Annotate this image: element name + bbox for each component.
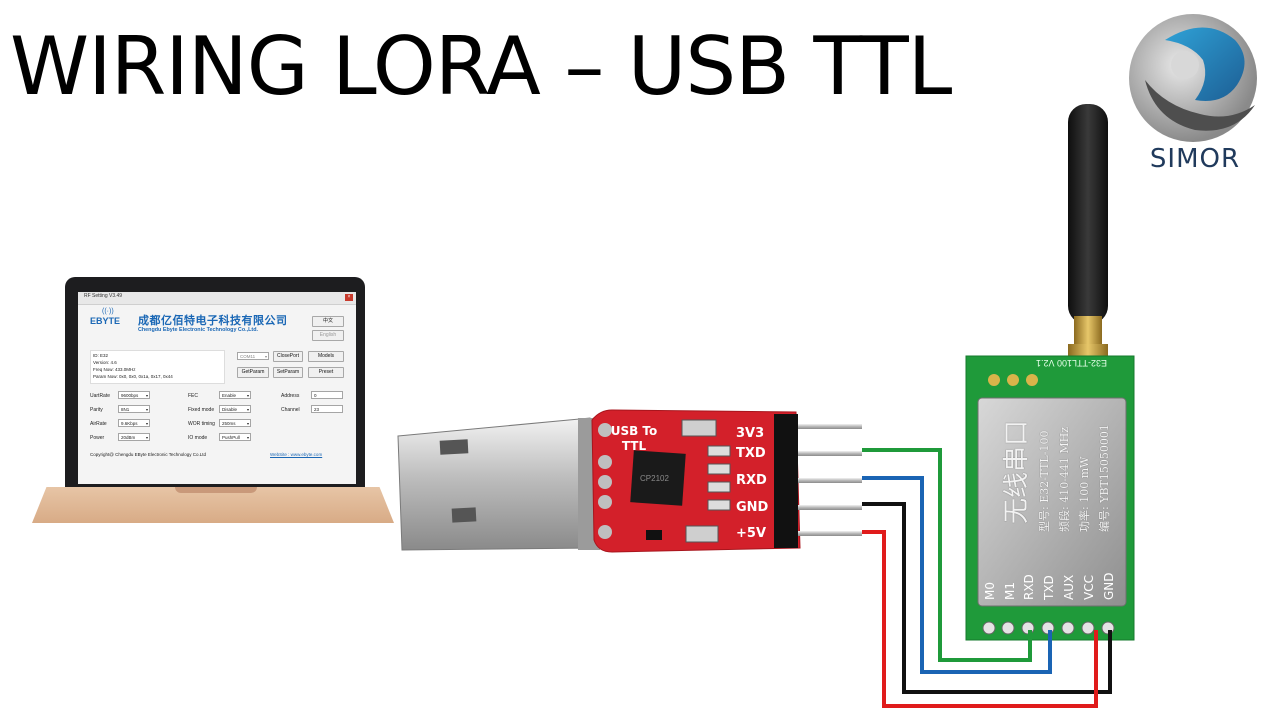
get-param-button[interactable]: GetParam [237,367,269,378]
usb-pin-rxd: RXD [736,473,767,488]
wire-gnd [862,502,1112,694]
power-label: Power [90,435,105,441]
window-title: RF Setting V3.49 [84,293,123,299]
wor-timing-label: WOR timing [188,421,215,427]
usb-pin-gnd: GND [736,500,769,515]
lora-pin-rxd: RXD [1022,574,1036,600]
usb-ttl-board [591,409,862,553]
io-mode-label: IO mode [188,435,208,441]
channel-input[interactable]: 23 [311,405,343,413]
website-link[interactable]: WebSite : www.ebyte.com [270,452,323,457]
lora-pin-txd: TXD [1042,575,1056,600]
lora-shield-line: 编号: YBT15050001 [1098,424,1111,532]
fec-select[interactable]: Enable [219,391,251,400]
uart-rate-select[interactable]: 9600bps [118,391,150,400]
air-rate-select[interactable]: 9.6Kbps [118,419,150,428]
fec-label: FEC [188,393,198,399]
set-param-button[interactable]: SetParam [273,367,303,378]
lora-shield-line: 频段: 410-441 MHz [1058,426,1071,532]
page-title: WIRING LORA – USB TTL [10,20,952,113]
wire-rxd [862,476,1052,674]
device-info-box: ID: E32 Version: 4.6 Freq Now: 433.0MHz … [90,350,225,384]
power-select[interactable]: 20dBm [118,433,150,442]
info-line: Param Now: 0x0, 0x0, 0x1a, 0x17, 0x44 [93,374,173,379]
window-titlebar: RF Setting V3.49 × [78,292,356,305]
lora-module [965,104,1135,641]
usb-ttl-title-line: TTL [621,439,647,453]
parity-select[interactable]: 8N1 [118,405,150,414]
models-button[interactable]: Models [308,351,344,362]
close-port-button[interactable]: ClosePort [273,351,303,362]
lora-pin-m0: M0 [983,582,997,600]
laptop-hinge-notch [175,487,257,493]
fixed-mode-select[interactable]: Disable [219,405,251,414]
laptop-base [32,487,394,523]
air-rate-label: AirRate [90,421,107,427]
uart-rate-label: UartRate [90,393,111,399]
wor-timing-select[interactable]: 250ms [219,419,251,428]
close-icon[interactable]: × [345,294,353,301]
usb-ttl-title-line: USB To [610,424,658,438]
lang-en-button[interactable]: English [312,330,344,341]
ebyte-wave-icon: ((·)) [102,308,114,315]
fixed-mode-label: Fixed mode [188,407,215,413]
com-port-select[interactable]: COM11 [237,352,269,361]
simor-swirl-logo [1129,14,1257,142]
info-line: ID: E32 [93,353,109,358]
preset-button[interactable]: Preset [308,367,344,378]
lora-pin-m1: M1 [1003,582,1017,600]
usb-plug [397,417,600,551]
lora-pin-aux: AUX [1062,574,1076,600]
usb-ttl-title: USB To TTL [604,424,664,454]
laptop-screen: RF Setting V3.49 × ((·)) EBYTE 成都亿佰特电子科技… [78,292,356,484]
lora-shield-line: 型号: E32-TTL-100 [1038,430,1051,532]
channel-label: Channel [281,407,300,413]
lora-silk-model: E32-TTL100 V2.1 [1036,358,1108,368]
chip-label: CP2102 [640,474,669,483]
usb-pin-txd: TXD [736,446,766,461]
lora-pin-vcc: VCC [1082,575,1096,600]
ebyte-logo: EBYTE [90,316,121,326]
company-name-cn: 成都亿佰特电子科技有限公司 [138,314,288,327]
usb-pin-3v3: 3V3 [736,426,765,441]
address-input[interactable]: 0 [311,391,343,399]
lora-shield-line: 功率: 100 mW [1078,456,1091,532]
logo-text: SIMOR [1149,144,1241,174]
info-line: Version: 4.6 [93,360,117,365]
lang-cn-button[interactable]: 中文 [312,316,344,327]
lora-shield-title: 无线串口 [1002,419,1032,524]
wire-vcc [862,530,1098,708]
io-mode-select[interactable]: PushPull [219,433,251,442]
wire-txd [862,448,1032,662]
company-name-en: Chengdu Ebyte Electronic Technology Co.,… [138,327,258,333]
address-label: Address [281,393,300,399]
lora-pin-gnd: GND [1102,572,1116,600]
copyright-text: Copyright@ Chengdu EByte Electronic Tech… [90,452,207,457]
parity-label: Parity [90,407,103,413]
info-line: Freq Now: 433.0MHz [93,367,136,372]
usb-pin-5v: +5V [736,526,766,541]
